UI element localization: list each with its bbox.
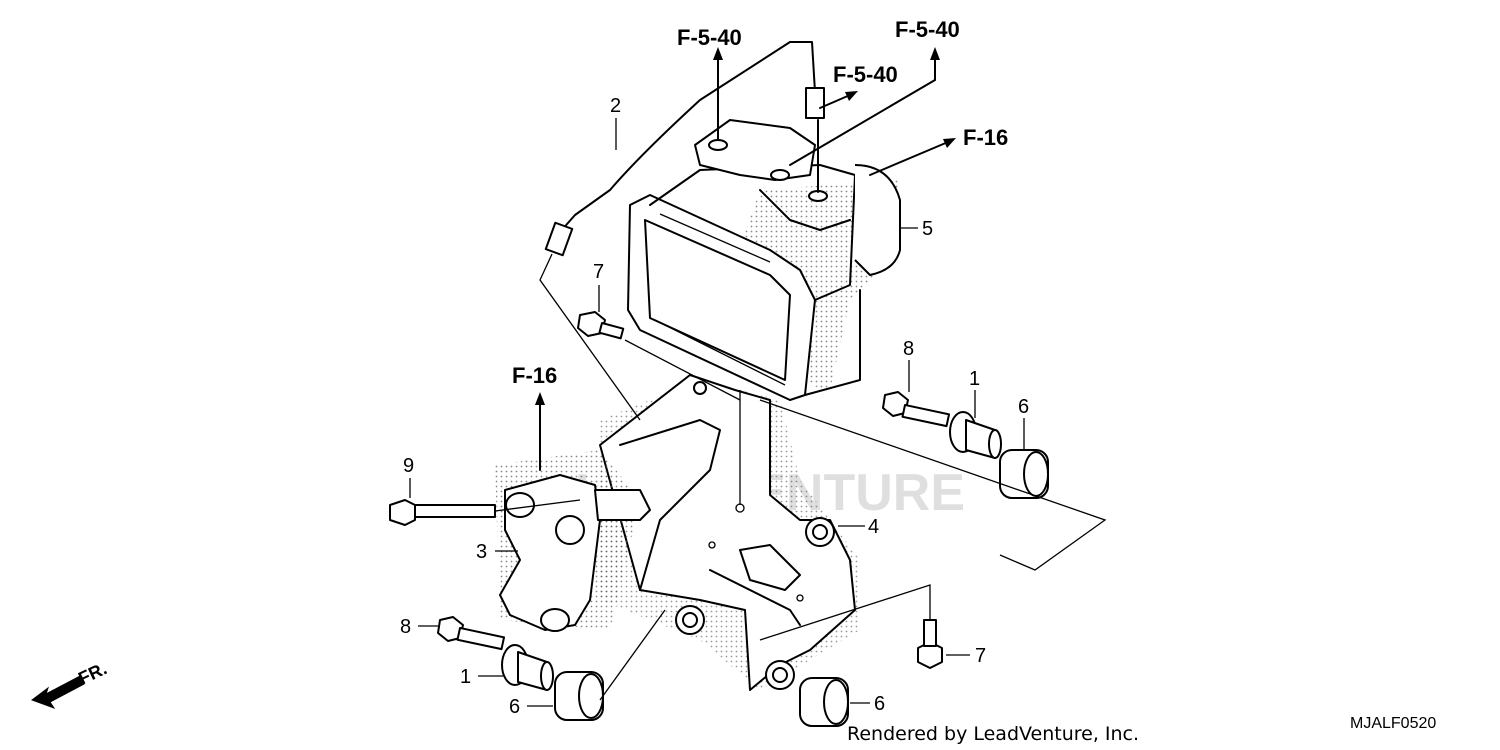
- collar-part-1-right[interactable]: [949, 411, 1002, 459]
- front-direction-indicator: FR.: [30, 658, 110, 709]
- ref-f16-left: F-16: [512, 363, 557, 388]
- diagram-code: MJALF0520: [1350, 715, 1436, 732]
- guide-lines: [494, 253, 1107, 701]
- rubber-mount-part-6-right[interactable]: [999, 449, 1049, 499]
- callout-7-upper: 7: [593, 261, 604, 283]
- fitting-part-3[interactable]: [495, 450, 651, 632]
- callout-6-right: 6: [1018, 396, 1029, 418]
- callout-6-lower-left: 6: [509, 696, 520, 718]
- ref-f540-top-left: F-5-40: [677, 25, 742, 50]
- bolt-part-8-left[interactable]: [437, 616, 506, 651]
- callout-9: 9: [403, 455, 414, 477]
- rubber-mount-part-6-lower-mid[interactable]: [799, 677, 849, 727]
- ref-f540-top-right: F-5-40: [895, 17, 960, 42]
- callout-1-left: 1: [460, 666, 471, 688]
- callout-3: 3: [476, 541, 487, 563]
- bracket-part-4[interactable]: [599, 374, 860, 691]
- ref-f16-right: F-16: [963, 125, 1008, 150]
- callout-6-lower-mid: 6: [874, 693, 885, 715]
- callout-8-left: 8: [400, 616, 411, 638]
- brake-pipe-part-2[interactable]: [544, 41, 825, 257]
- abs-modulator-part-5[interactable]: [627, 119, 901, 401]
- collar-part-1-left[interactable]: [501, 644, 554, 691]
- callout-leaders: [409, 118, 1025, 707]
- callout-1-right: 1: [969, 368, 980, 390]
- front-arrow-icon: [30, 675, 85, 709]
- callout-4: 4: [868, 516, 879, 538]
- ref-f540-middle: F-5-40: [833, 62, 898, 87]
- bolt-part-8-right[interactable]: [882, 391, 951, 428]
- bolt-part-9[interactable]: [389, 499, 496, 526]
- rubber-mount-part-6-lower-left[interactable]: [554, 671, 604, 721]
- credit-text: Rendered by LeadVenture, Inc.: [847, 723, 1139, 745]
- callout-7-lower: 7: [975, 645, 986, 667]
- reference-arrows: [535, 47, 956, 471]
- callout-5: 5: [922, 218, 933, 240]
- callout-2: 2: [610, 95, 621, 117]
- bolt-part-7-lower[interactable]: [917, 619, 943, 669]
- callout-8-right: 8: [903, 338, 914, 360]
- bolt-part-7-upper[interactable]: [577, 311, 625, 340]
